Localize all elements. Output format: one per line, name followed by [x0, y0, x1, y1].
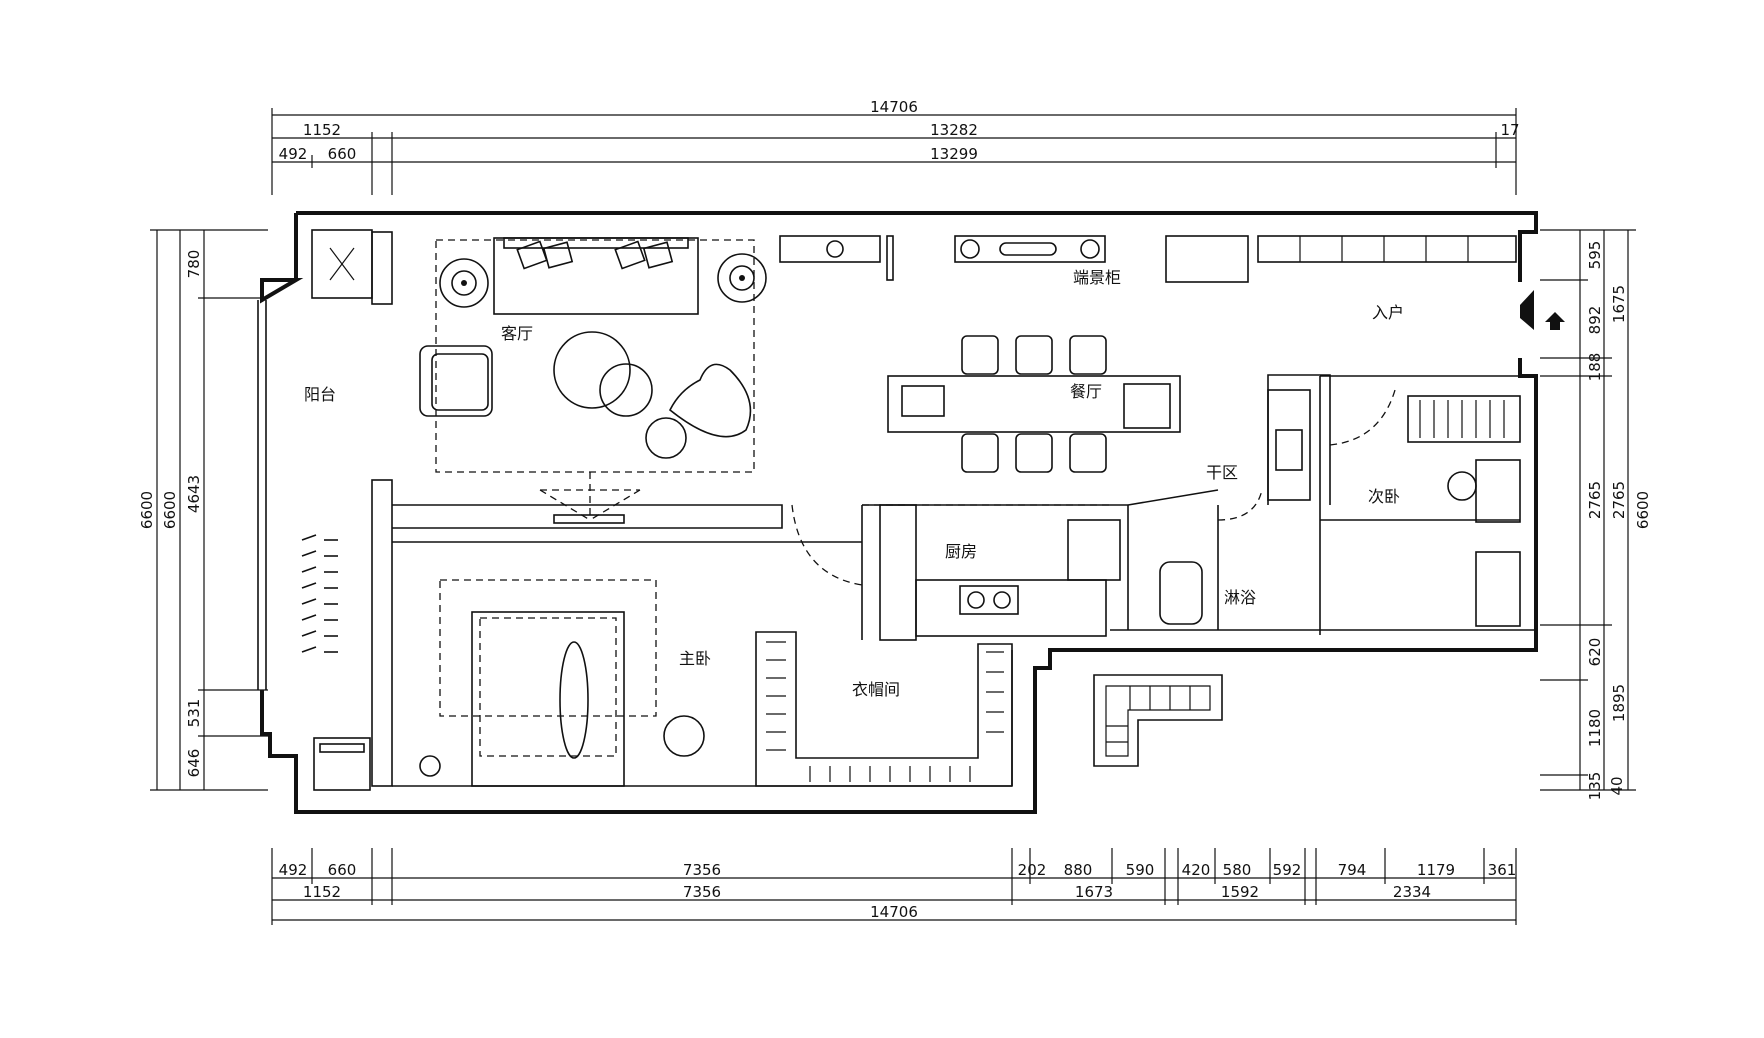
- entry-cabinets: [1165, 235, 1517, 283]
- room-label-living: 客厅: [501, 324, 533, 343]
- room-label-dining: 餐厅: [1070, 382, 1102, 401]
- dim-left-4643: 4643: [185, 475, 203, 513]
- dim-right-6600: 6600: [1634, 491, 1652, 529]
- dim-bottom-7356: 7356: [683, 861, 721, 879]
- living-rug: [435, 239, 755, 473]
- coffee-tables: [553, 331, 687, 459]
- bed: [471, 611, 625, 787]
- dim-bottom-580: 580: [1223, 861, 1252, 879]
- dim-bottom-202: 202: [1018, 861, 1047, 879]
- dim-right-1180: 1180: [1586, 709, 1604, 747]
- dim-bottom-total: 14706: [870, 903, 918, 921]
- dim-left-6600a: 6600: [138, 491, 156, 529]
- toilet: [1159, 561, 1203, 625]
- room-label-cloakroom: 衣帽间: [852, 680, 900, 699]
- dim-bottom-880: 880: [1064, 861, 1093, 879]
- dim-bottom-1673: 1673: [1075, 883, 1113, 901]
- door-swings: [791, 389, 1396, 586]
- drying-rack: [301, 534, 338, 653]
- exterior-walls: [257, 211, 1565, 814]
- room-label-kitchen: 厨房: [945, 542, 977, 561]
- dim-bottom-492: 492: [279, 861, 308, 879]
- entry-direction-icon: [1545, 312, 1565, 330]
- right-dimension-lines: [1540, 229, 1636, 791]
- tv-unit: [539, 472, 641, 524]
- dim-bottom-361: 361: [1488, 861, 1517, 879]
- display-cabinet: [779, 235, 1106, 281]
- dim-right-135: 135: [1586, 772, 1604, 801]
- room-label-entry: 入户: [1372, 303, 1404, 322]
- interior-walls: [371, 231, 1536, 787]
- dim-right-2765b: 2765: [1610, 481, 1628, 519]
- dim-right-1675: 1675: [1610, 285, 1628, 323]
- second-bedroom-desk: [1447, 459, 1521, 627]
- washing-machine: [313, 737, 371, 791]
- room-label-dry-area: 干区: [1206, 463, 1238, 482]
- room-label-balcony: 阳台: [304, 385, 336, 404]
- dim-top-13299: 13299: [930, 145, 978, 163]
- dim-top-17: 17: [1500, 121, 1519, 139]
- wardrobe-cloakroom: [755, 631, 1013, 787]
- room-label-second-bedroom: 次卧: [1368, 487, 1400, 506]
- dim-bottom-1592: 1592: [1221, 883, 1259, 901]
- dim-bottom-2334: 2334: [1393, 883, 1431, 901]
- outdoor-steps: [1093, 674, 1223, 767]
- dim-top-total: 14706: [870, 98, 918, 116]
- dim-bottom-420: 420: [1182, 861, 1211, 879]
- dim-bottom-794: 794: [1338, 861, 1367, 879]
- dim-right-595: 595: [1586, 241, 1604, 270]
- left-dimension-lines: [150, 229, 268, 791]
- dim-top-13282: 13282: [930, 121, 978, 139]
- dim-right-40: 40: [1608, 776, 1626, 795]
- dim-left-6600b: 6600: [161, 491, 179, 529]
- dining-chairs: [961, 335, 1107, 473]
- dim-bottom-660: 660: [328, 861, 357, 879]
- top-dimension-lines: [271, 108, 1517, 195]
- dim-left-780: 780: [185, 250, 203, 279]
- dim-top-660: 660: [328, 145, 357, 163]
- bottom-dimension-lines: [271, 848, 1517, 925]
- balcony-column: [311, 229, 373, 299]
- dim-top-1152: 1152: [303, 121, 341, 139]
- dining-table: [887, 375, 1181, 433]
- room-label-shower: 淋浴: [1224, 588, 1256, 607]
- dim-right-620: 620: [1586, 638, 1604, 667]
- dim-bottom-1179: 1179: [1417, 861, 1455, 879]
- room-label-master-bedroom: 主卧: [679, 649, 711, 668]
- dim-bottom-590: 590: [1126, 861, 1155, 879]
- sofa: [493, 237, 699, 315]
- dim-right-188: 188: [1586, 353, 1604, 382]
- master-nightstand: [419, 715, 705, 777]
- dim-right-2765: 2765: [1586, 481, 1604, 519]
- vanity: [1267, 389, 1311, 501]
- dim-bottom-592: 592: [1273, 861, 1302, 879]
- room-label-display-cabinet: 端景柜: [1073, 268, 1121, 287]
- dim-top-492: 492: [279, 145, 308, 163]
- dim-left-646: 646: [185, 749, 203, 778]
- dim-left-531: 531: [185, 699, 203, 728]
- second-bedroom-wardrobe: [1407, 395, 1521, 443]
- dim-bottom-7356b: 7356: [683, 883, 721, 901]
- side-table-left: [439, 258, 489, 308]
- dim-bottom-1152: 1152: [303, 883, 341, 901]
- kitchen-counter: [879, 504, 1121, 641]
- entrance-arrow-icon: [1520, 290, 1534, 330]
- master-rug: [439, 579, 657, 717]
- dim-right-1895: 1895: [1610, 684, 1628, 722]
- stove: [959, 585, 1019, 615]
- side-table-right: [717, 253, 767, 303]
- armchair: [419, 345, 493, 417]
- lounge-chair: [668, 363, 752, 438]
- dim-right-892: 892: [1586, 306, 1604, 335]
